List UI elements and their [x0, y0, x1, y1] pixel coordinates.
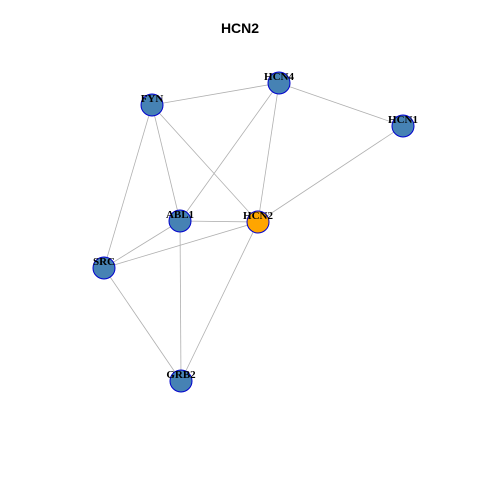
- node-label-abl1: ABL1: [166, 209, 194, 221]
- node-label-hcn1: HCN1: [388, 114, 418, 126]
- node-hcn2: [246, 210, 270, 234]
- edge-abl1-hcn2: [179, 220, 259, 223]
- node-label-src: SRC: [93, 256, 115, 268]
- edge-fyn-hcn4: [151, 82, 280, 106]
- edge-fyn-src: [103, 104, 153, 269]
- node-abl1: [168, 209, 192, 233]
- edge-hcn2-src: [103, 221, 259, 269]
- node-fyn: [140, 93, 164, 117]
- edge-src-grb2: [103, 267, 182, 382]
- node-label-hcn4: HCN4: [264, 71, 294, 83]
- edge-hcn4-abl1: [179, 82, 280, 222]
- edge-fyn-abl1: [151, 104, 181, 222]
- edge-hcn1-hcn2: [257, 125, 404, 223]
- edges-layer: [103, 82, 404, 382]
- node-src: [92, 256, 116, 280]
- edge-abl1-grb2: [179, 220, 182, 382]
- node-label-hcn2: HCN2: [243, 210, 273, 222]
- graph-title: HCN2: [220, 20, 260, 36]
- node-hcn1: [391, 114, 415, 138]
- edge-fyn-hcn2: [151, 104, 259, 223]
- edge-hcn4-hcn1: [278, 82, 404, 127]
- node-grb2: [169, 369, 193, 393]
- edge-hcn2-grb2: [180, 221, 259, 382]
- edge-hcn4-hcn2: [257, 82, 280, 223]
- edge-abl1-src: [103, 220, 181, 269]
- nodes-layer: [92, 71, 415, 393]
- node-label-fyn: FYN: [141, 93, 164, 105]
- node-hcn4: [267, 71, 291, 95]
- node-label-grb2: GRB2: [166, 369, 196, 381]
